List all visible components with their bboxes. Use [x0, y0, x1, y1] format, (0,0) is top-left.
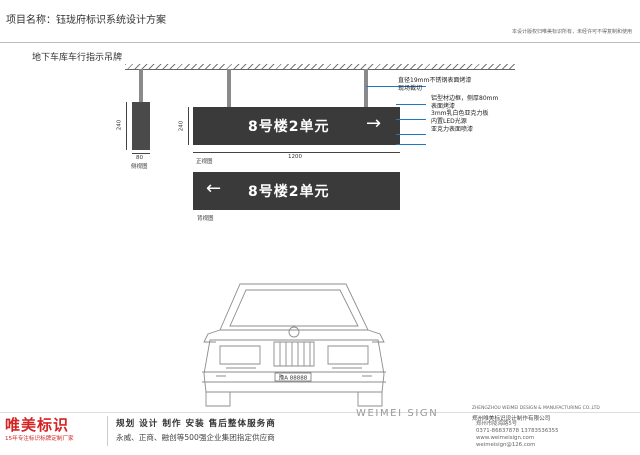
license-plate: 豫A 88888	[279, 374, 308, 382]
front-rod-left	[227, 69, 231, 107]
front-rod-right	[364, 69, 368, 107]
side-depth-line	[132, 153, 150, 154]
header-divider	[0, 42, 640, 43]
annotation-item: 现场裁切	[398, 84, 423, 92]
leader-line	[396, 134, 426, 135]
side-view-sign	[132, 102, 150, 150]
annotation-item: 铝型材边框，侧厚80mm	[431, 95, 499, 103]
project-title: 项目名称：钰珑府标识系统设计方案	[6, 15, 166, 26]
footer-separator	[107, 416, 108, 446]
left-arrow-icon: ←	[206, 178, 222, 199]
car-illustration: 豫A 88888	[202, 283, 386, 407]
back-sign-text: 8号楼2单元	[248, 184, 330, 200]
ceiling-hatch	[125, 64, 515, 69]
annotation-item: 表面烤漆	[431, 102, 456, 110]
side-view-label: 侧视图	[131, 164, 148, 170]
front-sign-text: 8号楼2单元	[248, 119, 330, 135]
clients-text: 永威、正商、融创等500强企业集团指定供应商	[116, 433, 275, 442]
leader-line	[396, 119, 426, 120]
annotation-list: 直径19mm不锈钢表面烤漆 现场裁切 铝型材边框，侧厚80mm 表面烤漆 3mm…	[398, 77, 498, 133]
front-view-label: 正视图	[196, 159, 213, 165]
contact-list: 郑州市陇海路5号 0371-86837878 13783536355 www.w…	[476, 421, 559, 449]
leader-line	[396, 144, 426, 145]
side-view-rod	[139, 69, 143, 102]
front-sign-panel	[193, 107, 400, 145]
leader-line	[396, 104, 426, 105]
side-depth-label: 80	[136, 155, 143, 161]
annotation-item: 亚克力表面喷漆	[431, 125, 474, 133]
annotation-item: 3mm乳白色亚克力板	[431, 110, 489, 118]
side-height-label: 240	[116, 119, 123, 131]
footer-divider	[0, 412, 640, 413]
weimei-sign-logo: WEIMEI SIGN	[356, 408, 439, 419]
front-width-dim-line	[193, 152, 400, 153]
front-width-label: 1200	[288, 154, 302, 160]
company-english-name: ZHENGZHOU WEIMEI DESIGN & MANUFACTURING …	[472, 406, 600, 411]
back-sign-panel	[193, 172, 400, 210]
leader-line	[366, 86, 426, 87]
services-text: 规划 设计 制作 安装 售后整体服务商	[116, 419, 276, 429]
annotation-item: 内置LED光源	[431, 117, 467, 125]
company-chinese-name: 郑州唯美标识设计制作有限公司	[472, 416, 551, 422]
front-height-dim-line	[188, 107, 189, 145]
side-dimension-line	[126, 102, 127, 150]
contact-address: 郑州市陇海路5号	[476, 421, 518, 427]
front-height-label: 240	[178, 120, 185, 132]
ceiling-line	[125, 69, 515, 70]
contact-email: weimeisign@126.com	[476, 442, 536, 448]
back-view-label: 背视图	[197, 216, 214, 222]
contact-website: www.weimeisign.com	[476, 435, 535, 441]
right-arrow-icon: →	[366, 113, 382, 134]
brand-tagline: 15年专注标识标牌定制厂家	[5, 436, 74, 442]
annotation-item: 直径19mm不锈钢表面烤漆	[398, 77, 472, 84]
contact-phone: 0371-86837878 13783536355	[476, 428, 559, 434]
brand-logo: 唯美标识	[5, 416, 70, 434]
section-title: 地下车库车行指示吊牌	[32, 53, 123, 63]
copyright-note: 本设计版权归唯美标识所有，未经许可不得复制和使用	[511, 29, 632, 35]
